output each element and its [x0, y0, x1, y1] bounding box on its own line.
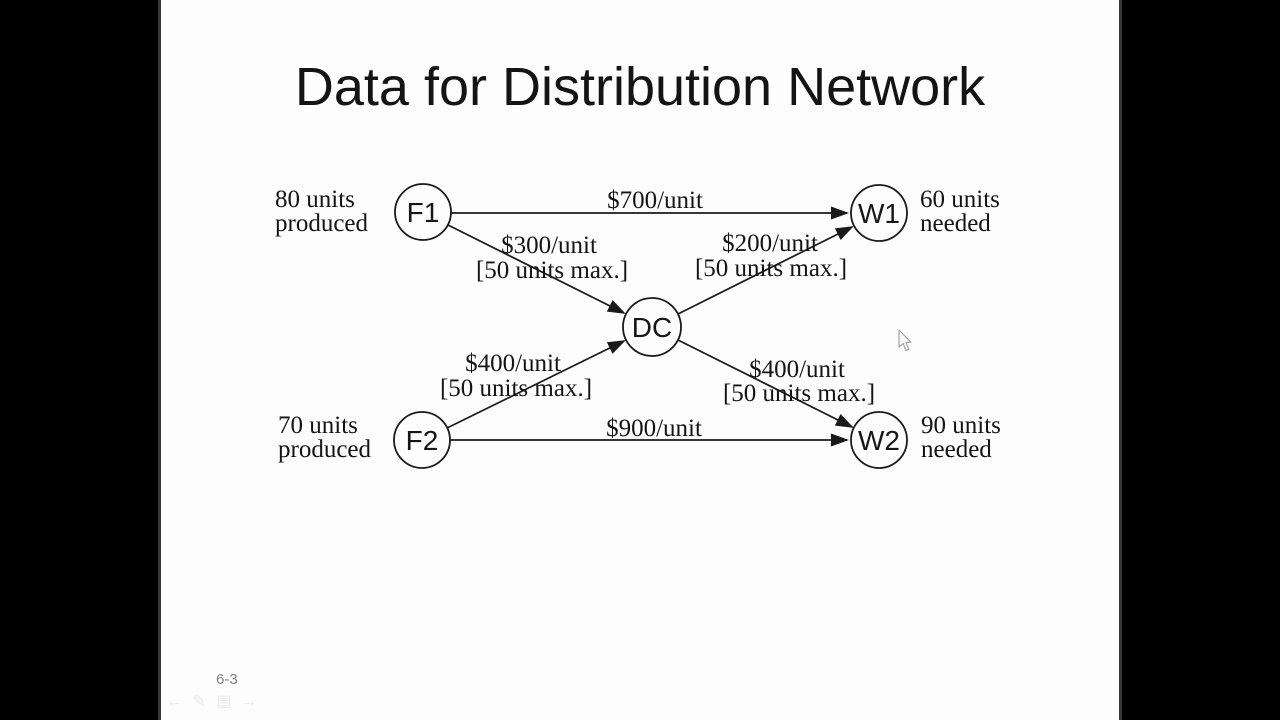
annotation-f1-line2: produced [275, 210, 369, 237]
edge-f2-w2-cost: $900/unit [606, 415, 702, 442]
edge-dc-w1-capacity: [50 units max.] [695, 255, 847, 282]
node-circle-dc [622, 297, 682, 357]
node-label-dc: DC [632, 312, 672, 343]
mouse-cursor [898, 329, 912, 352]
annotation-w2-line2: needed [921, 436, 992, 463]
node-circle-f2 [393, 411, 451, 469]
slide-page-number: 6-3 [216, 671, 238, 688]
annotation-w1-line1: 60 units [920, 186, 1000, 213]
edge-f1-dc-capacity: [50 units max.] [476, 257, 628, 284]
annotation-w1-line2: needed [920, 210, 991, 237]
annotation-f1-line1: 80 units [275, 186, 355, 213]
node-circle-f1 [394, 183, 452, 241]
slide-canvas [158, 0, 1122, 720]
node-circle-w2 [850, 411, 908, 469]
slide-title: Data for Distribution Network [294, 57, 986, 117]
previous-slide-icon[interactable]: ← [166, 693, 182, 710]
node-circle-w1 [850, 184, 908, 242]
edge-dc-w1-cost: $200/unit [722, 230, 818, 257]
edge-f1-w1-cost: $700/unit [607, 187, 703, 214]
edge-dc-w2 [677, 339, 854, 428]
edge-f1-dc [447, 224, 626, 314]
pen-tool-icon[interactable]: ✎ [192, 693, 206, 710]
edge-f2-dc-capacity: [50 units max.] [440, 375, 592, 402]
node-label-f2: F2 [406, 425, 439, 456]
edge-dc-w1 [677, 226, 854, 315]
annotation-f2-line2: produced [278, 436, 372, 463]
edge-f2-dc-cost: $400/unit [465, 350, 561, 377]
annotation-f2-line1: 70 units [278, 412, 358, 439]
presenter-controls: ← ✎ ▤ → [166, 693, 257, 711]
node-label-w1: W1 [858, 198, 900, 229]
next-slide-icon[interactable]: → [241, 693, 257, 710]
edge-dc-w2-capacity: [50 units max.] [723, 380, 875, 407]
annotation-w2-line1: 90 units [921, 412, 1001, 439]
edge-f1-dc-cost: $300/unit [501, 232, 597, 259]
node-label-w2: W2 [858, 425, 900, 456]
slide-menu-icon[interactable]: ▤ [216, 693, 232, 710]
edge-dc-w2-cost: $400/unit [749, 356, 845, 383]
edge-f2-dc [446, 340, 626, 429]
node-label-f1: F1 [407, 197, 440, 228]
